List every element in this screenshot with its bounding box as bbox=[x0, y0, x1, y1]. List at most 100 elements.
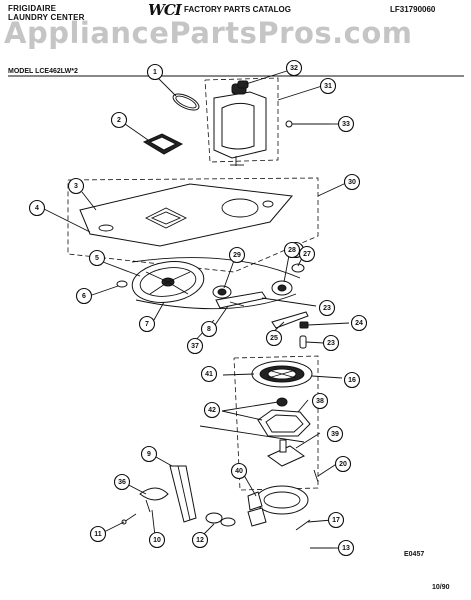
callout-label: 9 bbox=[147, 451, 151, 458]
callout-32: 32 bbox=[285, 59, 303, 77]
callout-1: 1 bbox=[146, 63, 164, 81]
callout-circle bbox=[88, 249, 106, 267]
callout-circle bbox=[343, 371, 361, 389]
callout-label: 31 bbox=[324, 83, 332, 90]
part-23-shape bbox=[299, 335, 307, 349]
callout-label: 4 bbox=[35, 205, 39, 212]
callout-label: 17 bbox=[332, 517, 340, 524]
idler-pulley-part bbox=[212, 285, 267, 309]
callout-circle bbox=[228, 246, 246, 264]
callout-label: 10 bbox=[153, 537, 161, 544]
callout-label: 16 bbox=[348, 377, 356, 384]
callout-label: 32 bbox=[290, 65, 298, 72]
callout-circle bbox=[146, 63, 164, 81]
callout-circle bbox=[138, 315, 156, 333]
part-42-shape bbox=[276, 397, 288, 407]
screw-33-shape bbox=[285, 120, 330, 128]
large-pulley-part bbox=[131, 261, 205, 303]
callout-label: 39 bbox=[331, 431, 339, 438]
callout-label: 24 bbox=[355, 320, 363, 327]
callout-circle bbox=[285, 59, 303, 77]
callout-circle bbox=[203, 401, 221, 419]
callout-label: 13 bbox=[342, 545, 350, 552]
hose-clamps-12 bbox=[205, 512, 236, 527]
callout-circle bbox=[230, 462, 248, 480]
base-bracket-30 bbox=[67, 177, 319, 273]
callout-40: 40 bbox=[230, 462, 248, 480]
brand-label: FRIGIDAIRE LAUNDRY CENTER bbox=[8, 4, 85, 22]
callout-27: 27 bbox=[298, 245, 316, 263]
callout-circle bbox=[191, 531, 209, 549]
callout-label: 42 bbox=[208, 407, 216, 414]
callout-label: 2 bbox=[117, 117, 121, 124]
brand-line-1: FRIGIDAIRE bbox=[8, 4, 57, 13]
callout-13: 13 bbox=[337, 539, 355, 557]
revision-date: 10/90 bbox=[432, 584, 450, 591]
callout-42: 42 bbox=[203, 401, 221, 419]
callout-circle bbox=[322, 334, 340, 352]
callout-31: 31 bbox=[319, 77, 337, 95]
callout-label: 20 bbox=[339, 461, 347, 468]
callout-16: 16 bbox=[343, 371, 361, 389]
callout-24: 24 bbox=[350, 314, 368, 332]
callout-label: 8 bbox=[207, 326, 211, 333]
callout-circle bbox=[283, 241, 301, 259]
callout-label: 40 bbox=[235, 468, 243, 475]
callout-circle bbox=[318, 299, 336, 317]
part-32-shape bbox=[237, 80, 249, 89]
callout-circle bbox=[113, 473, 131, 491]
callout-group: 1234567891011121316172023232425262728293… bbox=[28, 59, 368, 557]
callout-label: 38 bbox=[316, 398, 324, 405]
callout-8: 8 bbox=[200, 320, 218, 338]
screw-17 bbox=[295, 519, 311, 531]
callout-label: 23 bbox=[323, 305, 331, 312]
pump-body-40 bbox=[247, 485, 309, 527]
callout-circle bbox=[110, 111, 128, 129]
catalog-title: FACTORY PARTS CATALOG bbox=[184, 5, 291, 14]
callout-circle bbox=[327, 511, 345, 529]
callout-label: 6 bbox=[82, 293, 86, 300]
callout-12: 12 bbox=[191, 531, 209, 549]
callout-23: 23 bbox=[322, 334, 340, 352]
callout-circle bbox=[298, 245, 316, 263]
callout-28: 28 bbox=[283, 241, 301, 259]
callout-circle bbox=[148, 531, 166, 549]
callout-label: 36 bbox=[118, 479, 126, 486]
callout-7: 7 bbox=[138, 315, 156, 333]
wci-logo: WCI bbox=[148, 1, 182, 19]
callout-33: 33 bbox=[337, 115, 355, 133]
callout-label: 3 bbox=[74, 183, 78, 190]
pump-cover-41 bbox=[251, 360, 313, 388]
drive-rod bbox=[199, 425, 305, 443]
hose-clamp-10 bbox=[139, 487, 169, 513]
callout-label: 33 bbox=[342, 121, 350, 128]
callout-2: 2 bbox=[110, 111, 128, 129]
callout-29: 29 bbox=[228, 246, 246, 264]
callout-circle bbox=[200, 365, 218, 383]
washer-6-shape bbox=[116, 280, 128, 288]
callout-39: 39 bbox=[326, 425, 344, 443]
callout-3: 3 bbox=[67, 177, 85, 195]
motor-pulley-part bbox=[271, 280, 293, 296]
callout-label: 30 bbox=[348, 179, 356, 186]
callout-circle bbox=[350, 314, 368, 332]
callout-circle bbox=[337, 539, 355, 557]
callout-41: 41 bbox=[200, 365, 218, 383]
callout-circle bbox=[186, 337, 204, 355]
callout-17: 17 bbox=[327, 511, 345, 529]
part-1-shape bbox=[172, 93, 200, 111]
pump-bracket bbox=[233, 355, 319, 491]
callout-6: 6 bbox=[75, 287, 93, 305]
callout-circle bbox=[265, 329, 283, 347]
callout-23: 23 bbox=[318, 299, 336, 317]
model-label: MODEL LCE462LW*2 bbox=[8, 68, 78, 75]
callout-label: 41 bbox=[205, 371, 213, 378]
brand-line-2: LAUNDRY CENTER bbox=[8, 13, 85, 22]
callout-9: 9 bbox=[140, 445, 158, 463]
callout-label: 25 bbox=[270, 335, 278, 342]
screw-20 bbox=[313, 469, 319, 483]
callout-circle bbox=[319, 77, 337, 95]
callout-circle bbox=[89, 525, 107, 543]
figure-code: E0457 bbox=[404, 551, 425, 558]
